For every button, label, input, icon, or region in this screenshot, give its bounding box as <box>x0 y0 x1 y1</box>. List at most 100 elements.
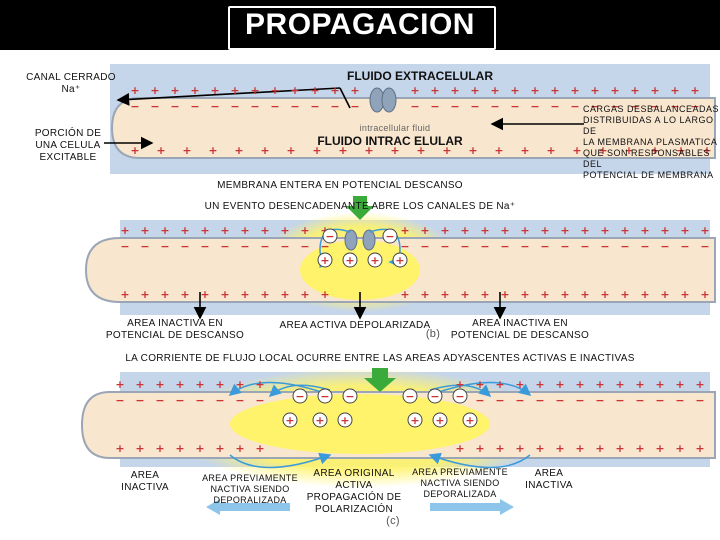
plus-charge: + <box>240 224 249 237</box>
minus-charge: − <box>680 240 689 253</box>
minus-charge: − <box>220 240 229 253</box>
plus-charge: + <box>180 288 189 301</box>
plus-charge: + <box>120 288 129 301</box>
plus-charge: + <box>702 144 711 157</box>
plus-charge: + <box>260 224 269 237</box>
plus-charge: + <box>540 224 549 237</box>
minus-charge: − <box>530 100 539 113</box>
plus-charge: + <box>546 144 555 157</box>
plus-charge: + <box>230 84 239 97</box>
minus-charge: − <box>635 394 644 407</box>
ion-plus: + <box>315 414 324 427</box>
minus-charge: − <box>320 240 329 253</box>
label-panel-c: (c) <box>386 515 400 527</box>
label-resting-membrane: MEMBRANA ENTERA EN POTENCIAL DESCANSO <box>217 180 463 191</box>
minus-charge: − <box>230 100 239 113</box>
ion-plus-ring <box>462 412 478 428</box>
ion-plus: + <box>285 414 294 427</box>
plus-charge: + <box>695 378 704 391</box>
minus-charge: − <box>290 100 299 113</box>
minus-charge: − <box>570 100 579 113</box>
plus-charge: + <box>420 288 429 301</box>
minus-charge: − <box>555 394 564 407</box>
plus-charge: + <box>575 442 584 455</box>
plus-charge: + <box>500 288 509 301</box>
plus-charge: + <box>598 144 607 157</box>
minus-charge: − <box>175 394 184 407</box>
plus-charge: + <box>135 378 144 391</box>
plus-charge: + <box>495 378 504 391</box>
plus-charge: + <box>550 84 559 97</box>
minus-charge: − <box>250 100 259 113</box>
plus-charge: + <box>390 144 399 157</box>
plus-charge: + <box>338 144 347 157</box>
plus-charge: + <box>680 288 689 301</box>
minus-charge: − <box>590 100 599 113</box>
minus-charge: − <box>330 100 339 113</box>
plus-charge: + <box>695 442 704 455</box>
minus-charge: − <box>270 100 279 113</box>
minus-charge: − <box>135 394 144 407</box>
minus-charge: − <box>610 100 619 113</box>
plus-charge: + <box>420 224 429 237</box>
plus-charge: + <box>175 378 184 391</box>
plus-charge: + <box>480 224 489 237</box>
minus-charge: − <box>160 240 169 253</box>
plus-charge: + <box>400 224 409 237</box>
ion-minus: − <box>385 230 394 243</box>
label-trigger-event: UN EVENTO DESENCADENANTE ABRE LOS CANALE… <box>204 201 516 212</box>
plus-charge: + <box>460 288 469 301</box>
plus-charge: + <box>676 144 685 157</box>
minus-charge: − <box>150 100 159 113</box>
plus-charge: + <box>440 224 449 237</box>
plus-charge: + <box>270 84 279 97</box>
ion-plus-ring <box>392 252 408 268</box>
minus-charge: − <box>215 394 224 407</box>
plus-charge: + <box>260 144 269 157</box>
plus-charge: + <box>160 288 169 301</box>
label-inactive-2: AREA INACTIVA <box>525 468 573 491</box>
ion-plus-ring <box>282 412 298 428</box>
minus-charge: − <box>470 100 479 113</box>
plus-charge: + <box>156 144 165 157</box>
minus-charge: − <box>260 240 269 253</box>
plus-charge: + <box>115 378 124 391</box>
plus-charge: + <box>300 288 309 301</box>
label-original-active: AREA ORIGINAL ACTIVA PROPAGACIÓN DE POLA… <box>306 468 402 515</box>
propagation-arrow-left <box>220 503 290 511</box>
plus-charge: + <box>560 288 569 301</box>
plus-charge: + <box>610 84 619 97</box>
plus-charge: + <box>535 378 544 391</box>
plus-charge: + <box>570 84 579 97</box>
plus-charge: + <box>280 288 289 301</box>
ion-minus-ring <box>402 388 418 404</box>
minus-charge: − <box>255 394 264 407</box>
plus-charge: + <box>580 224 589 237</box>
minus-charge: − <box>550 100 559 113</box>
plus-charge: + <box>480 288 489 301</box>
ion-plus: + <box>395 254 404 267</box>
plus-charge: + <box>620 288 629 301</box>
plus-charge: + <box>350 84 359 97</box>
minus-charge: − <box>450 100 459 113</box>
ion-plus: + <box>465 414 474 427</box>
plus-charge: + <box>155 378 164 391</box>
minus-charge: − <box>490 100 499 113</box>
plus-charge: + <box>416 144 425 157</box>
plus-charge: + <box>180 224 189 237</box>
plus-charge: + <box>575 378 584 391</box>
plus-charge: + <box>410 84 419 97</box>
plus-charge: + <box>175 442 184 455</box>
ion-plus-ring <box>337 412 353 428</box>
plus-charge: + <box>130 144 139 157</box>
ion-minus: − <box>405 390 414 403</box>
minus-charge: − <box>200 240 209 253</box>
plus-charge: + <box>530 84 539 97</box>
minus-charge: − <box>670 100 679 113</box>
plus-charge: + <box>680 224 689 237</box>
plus-charge: + <box>200 224 209 237</box>
plus-charge: + <box>470 84 479 97</box>
plus-charge: + <box>650 84 659 97</box>
na-channel-b <box>344 229 376 251</box>
minus-charge: − <box>575 394 584 407</box>
